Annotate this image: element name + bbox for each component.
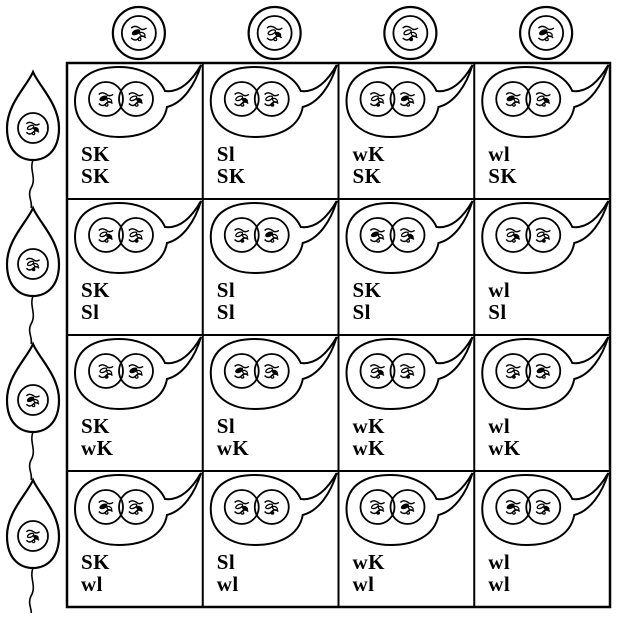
genotype-bottom: wl	[81, 573, 110, 595]
genotype-top: SK	[81, 551, 110, 573]
genotype-bottom: wl	[217, 573, 239, 595]
zygote-cell-icon	[482, 337, 608, 409]
genotype-bottom: wK	[353, 437, 386, 459]
genotype-top: wl	[488, 279, 510, 301]
genotype-top: Sl	[217, 415, 250, 437]
genotype-top: SK	[81, 415, 114, 437]
genotype-bottom: Sl	[353, 301, 382, 323]
genotype-bottom: wl	[488, 573, 510, 595]
genotype-bottom: SK	[488, 165, 517, 187]
genotype-bottom: wK	[488, 437, 521, 459]
zygote-cell-icon	[347, 201, 473, 273]
genotype-top: SK	[353, 279, 382, 301]
zygote-cell-icon	[482, 473, 608, 545]
flagellate-cell-icon	[7, 480, 59, 613]
zygote-cell-icon	[211, 337, 337, 409]
genotype-top: Sl	[217, 551, 239, 573]
genotype-top: wl	[488, 415, 521, 437]
genotype-bottom: SK	[81, 165, 110, 187]
flagellate-cell-icon	[7, 208, 59, 344]
cell-icon	[249, 7, 301, 59]
genotype-top: wl	[488, 143, 517, 165]
zygote-cell-icon	[347, 473, 473, 545]
genotype-top: wl	[488, 551, 510, 573]
genotype-bottom: wK	[81, 437, 114, 459]
zygote-cell-icon	[211, 473, 337, 545]
zygote-cell-icon	[211, 201, 337, 273]
genotype-top: wK	[353, 551, 386, 573]
genotype-top: Sl	[217, 279, 236, 301]
genotype-top: SK	[81, 279, 110, 301]
cell-icon	[384, 7, 436, 59]
zygote-cell-icon	[482, 201, 608, 273]
genotype-top: SK	[81, 143, 110, 165]
genotype-bottom: wl	[353, 573, 386, 595]
flagellate-cell-icon	[7, 344, 59, 480]
genotype-bottom: Sl	[217, 301, 236, 323]
zygote-cell-icon	[75, 201, 201, 273]
genotype-bottom: Sl	[488, 301, 510, 323]
zygote-cell-icon	[482, 65, 608, 137]
genotype-top: wK	[353, 143, 386, 165]
cell-icon	[520, 7, 572, 59]
zygote-cell-icon	[75, 65, 201, 137]
genotype-bottom: SK	[217, 165, 246, 187]
genotype-bottom: SK	[353, 165, 386, 187]
zygote-cell-icon	[347, 337, 473, 409]
cell-icon	[113, 7, 165, 59]
zygote-cell-icon	[75, 473, 201, 545]
flagellate-cell-icon	[7, 72, 59, 208]
zygote-cell-icon	[211, 65, 337, 137]
zygote-cell-icon	[347, 65, 473, 137]
genotype-top: wK	[353, 415, 386, 437]
genotype-top: Sl	[217, 143, 246, 165]
zygote-cell-icon	[75, 337, 201, 409]
genotype-bottom: Sl	[81, 301, 110, 323]
genotype-bottom: wK	[217, 437, 250, 459]
